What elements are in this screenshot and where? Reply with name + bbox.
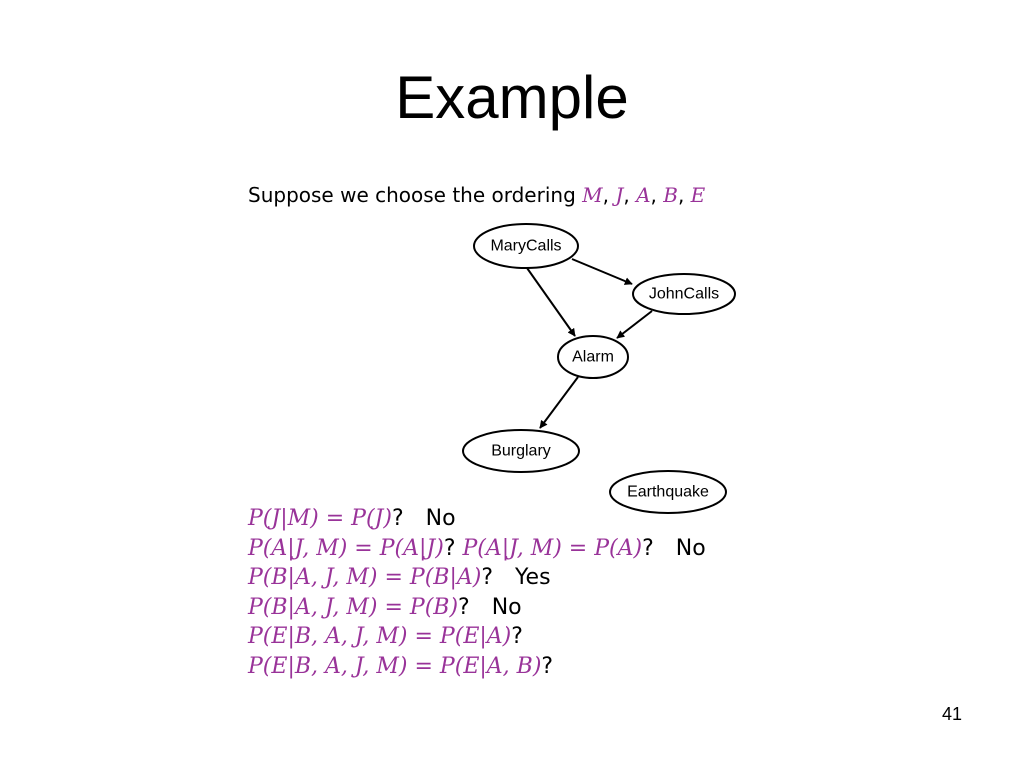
question-mark: ? (642, 535, 654, 561)
node-marycalls: MaryCalls (473, 223, 579, 269)
question-expression: P(E|B, A, J, M) = P(E|A, B) (248, 653, 542, 679)
node-marycalls-label: MaryCalls (490, 238, 561, 255)
question-row: P(E|B, A, J, M) = P(E|A, B)? (248, 651, 706, 681)
node-burglary-shape (462, 429, 580, 473)
node-johncalls: JohnCalls (632, 273, 736, 315)
ordering-var-a: A (636, 183, 651, 207)
node-johncalls-shape (632, 273, 736, 315)
question-expression: P(B|A, J, M) = P(B) (248, 594, 459, 620)
node-marycalls-shape (473, 223, 579, 269)
ordering-sentence: Suppose we choose the ordering M, J, A, … (248, 180, 705, 210)
ordering-separator: , (623, 183, 637, 207)
question-mark: ? (481, 565, 494, 590)
node-burglary: Burglary (462, 429, 580, 473)
page-number: 41 (941, 704, 963, 724)
edge-johncalls-alarm (616, 310, 653, 339)
node-alarm: Alarm (557, 335, 629, 379)
question-row: P(B|A, J, M) = P(B|A)? Yes (248, 562, 706, 592)
question-expression: P(J|M) = P(J) (248, 506, 392, 531)
question-row: P(E|B, A, J, M) = P(E|A)? (248, 621, 706, 651)
question-expression: P(A|J, M) = P(A) (462, 535, 643, 561)
ordering-sentence-text: Suppose we choose the ordering (248, 183, 583, 207)
ordering-var-b: B (663, 183, 678, 207)
question-row: P(A|J, M) = P(A|J)? P(A|J, M) = P(A)? No (248, 533, 706, 563)
question-mark: ? (391, 506, 404, 531)
question-answer: No (675, 535, 706, 561)
ordering-separator: , (602, 183, 616, 207)
ordering-separator: , (677, 183, 691, 207)
question-mark: ? (541, 653, 554, 679)
edge-alarm-burglary (539, 376, 579, 429)
edge-marycalls-alarm (526, 267, 576, 337)
question-answer: No (425, 506, 456, 531)
ordering-var-j: J (615, 183, 624, 207)
ordering-var-e: E (690, 183, 706, 207)
ordering-separator: , (650, 183, 664, 207)
node-earthquake-shape (609, 470, 727, 514)
node-earthquake: Earthquake (609, 470, 727, 514)
question-row: P(J|M) = P(J)? No (248, 503, 706, 533)
edge-marycalls-johncalls (571, 258, 633, 285)
question-answer: Yes (515, 565, 551, 590)
question-expression: P(E|B, A, J, M) = P(E|A) (248, 624, 512, 649)
node-alarm-label: Alarm (572, 349, 614, 366)
question-answer: No (491, 594, 522, 620)
slide-title: Example (395, 64, 629, 131)
node-alarm-shape (557, 335, 629, 379)
question-expression: P(B|A, J, M) = P(B|A) (248, 565, 482, 590)
question-mark: ? (443, 535, 463, 561)
question-mark: ? (458, 594, 470, 620)
node-burglary-label: Burglary (491, 443, 551, 460)
question-expression: P(A|J, M) = P(A|J) (248, 535, 444, 561)
node-johncalls-label: JohnCalls (649, 286, 719, 303)
ordering-var-m: M (582, 183, 603, 207)
question-mark: ? (511, 624, 523, 649)
node-earthquake-label: Earthquake (627, 484, 709, 501)
independence-questions: P(J|M) = P(J)? No P(A|J, M) = P(A|J)? P(A… (248, 503, 706, 680)
question-row: P(B|A, J, M) = P(B)? No (248, 592, 706, 622)
